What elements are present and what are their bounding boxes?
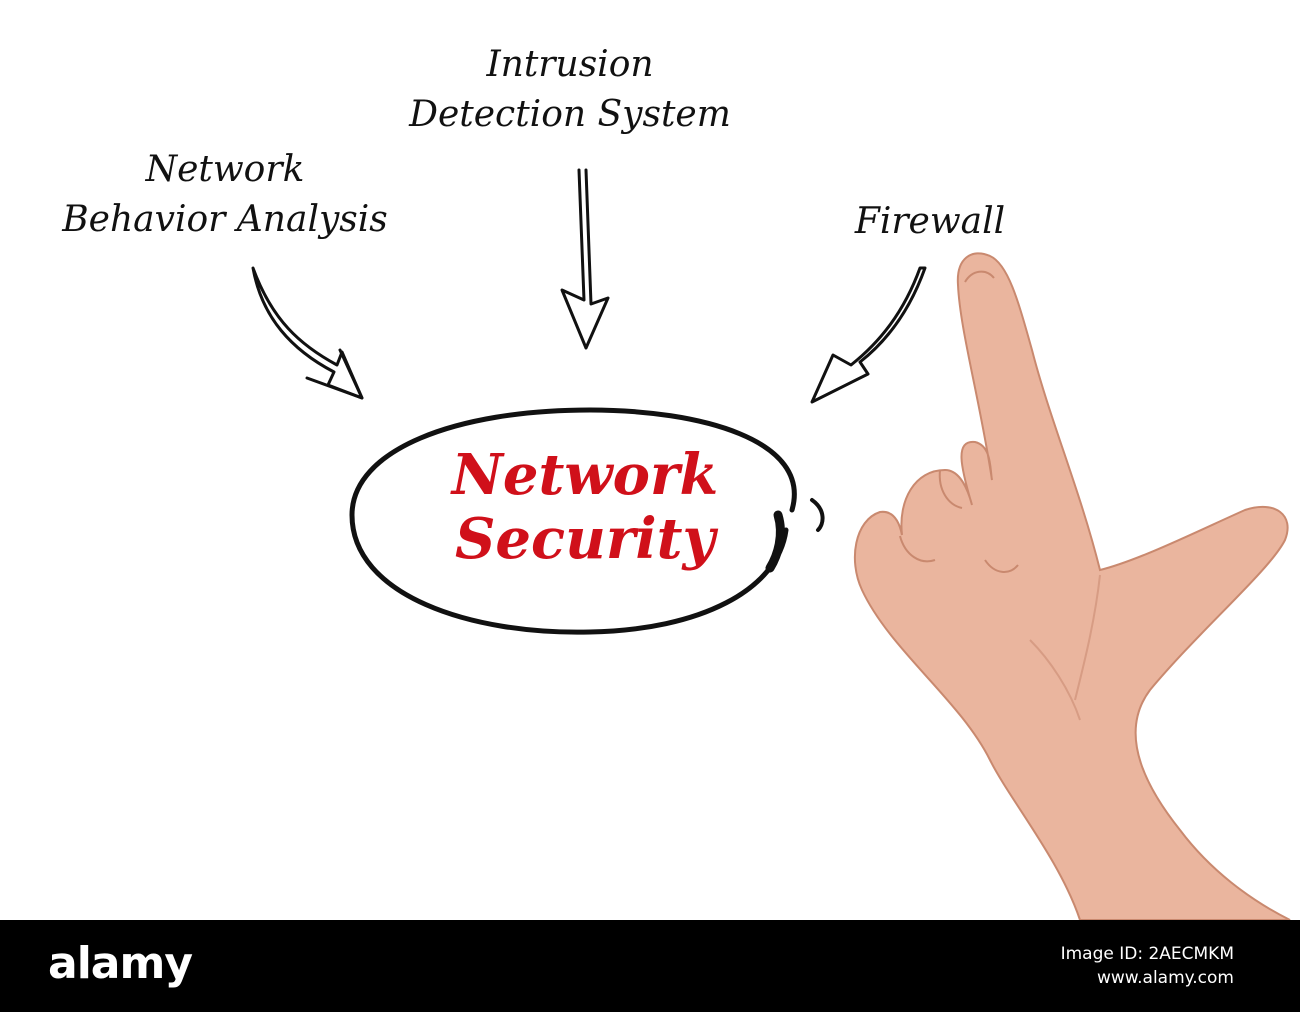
label-fw-line1: Firewall xyxy=(854,201,1006,242)
label-nba-line1: Network xyxy=(145,149,305,190)
footer-image-id: Image ID: 2AECMKM xyxy=(1060,944,1234,964)
center-title: Network Security xyxy=(365,443,805,571)
arrow-right xyxy=(810,266,927,404)
footer-bar: alamy Image ID: 2AECMKM www.alamy.com xyxy=(0,920,1300,1012)
footer-url: www.alamy.com xyxy=(1096,968,1234,988)
label-nba-line2: Behavior Analysis xyxy=(62,199,388,240)
label-ids-line1: Intrusion xyxy=(486,44,654,85)
diagram-graphics xyxy=(251,168,1291,920)
center-ellipse xyxy=(349,407,825,635)
arrow-left xyxy=(251,266,364,400)
label-network-behavior-analysis: Network Behavior Analysis xyxy=(40,145,410,245)
label-ids-line2: Detection System xyxy=(409,94,731,135)
label-firewall: Firewall xyxy=(820,197,1040,247)
label-intrusion-detection-system: Intrusion Detection System xyxy=(390,40,750,140)
center-title-line2: Security xyxy=(454,506,716,572)
footer-logo: alamy xyxy=(48,938,193,989)
center-title-line1: Network xyxy=(451,442,719,508)
arrow-center xyxy=(560,168,610,350)
pointing-hand xyxy=(853,252,1291,920)
footer-stock-info: Image ID: 2AECMKM www.alamy.com xyxy=(1061,942,1234,990)
